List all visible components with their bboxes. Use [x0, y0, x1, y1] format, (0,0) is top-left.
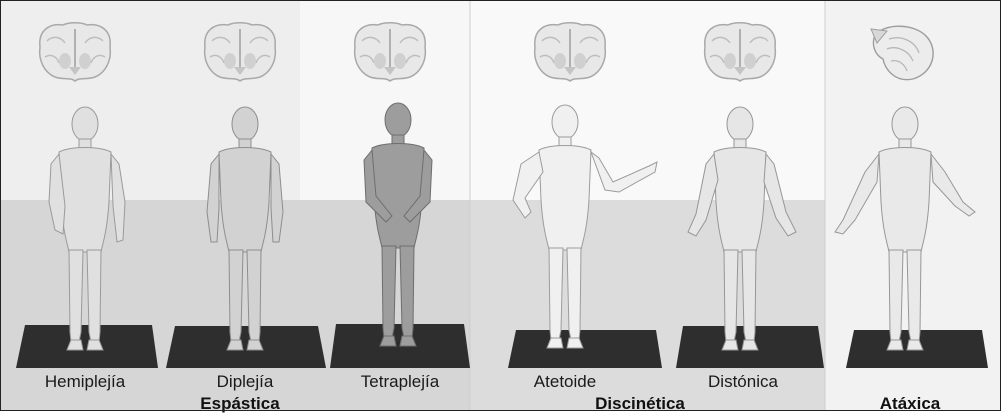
subtype-label-tetraplegia: Tetraplejía [345, 372, 455, 392]
group-label-ataxic: Atáxica [865, 394, 955, 414]
figure-athetoid [513, 105, 657, 348]
figure-hemiplegia [49, 107, 125, 350]
group-label-spastic: Espástica [180, 394, 300, 414]
group-label-dyskinetic: Discinética [580, 394, 700, 414]
subtype-label-diplegia: Diplejía [190, 372, 300, 392]
subtype-label-athetoid: Atetoide [515, 372, 615, 392]
subtype-label-hemiplegia: Hemiplejía [25, 372, 145, 392]
figure-ataxic [835, 107, 975, 350]
figure-tetraplegia [364, 103, 432, 346]
figure-dystonic [688, 107, 796, 350]
figure-diplegia [207, 107, 283, 350]
subtype-label-dystonic: Distónica [688, 372, 798, 392]
